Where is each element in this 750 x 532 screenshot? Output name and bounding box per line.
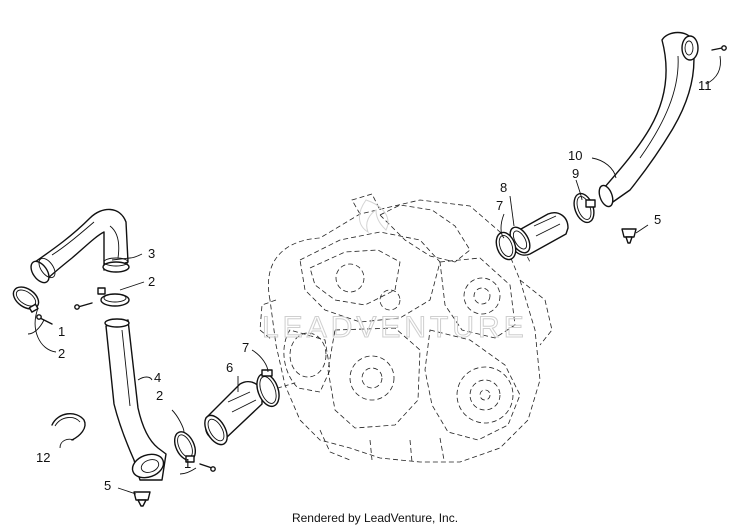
clamp-screw-mid-part-1 [74, 302, 93, 310]
callout-2-lower: 2 [156, 388, 163, 403]
retaining-ring-part-12 [51, 413, 86, 441]
callout-1-lower: 1 [184, 456, 191, 471]
callout-1-left: 1 [58, 324, 65, 339]
hose-clamp-part-7-left [256, 369, 280, 408]
hose-clamp-mid-part-2 [97, 287, 130, 307]
callout-7-left: 7 [242, 340, 249, 355]
outlet-hose-part-10 [598, 31, 699, 208]
clamp-screw-left-part-1 [36, 314, 53, 325]
callout-labels: 1 2 3 2 4 2 1 5 12 7 6 8 7 9 10 5 11 [36, 78, 712, 493]
push-rivet-right-part-5 [621, 228, 637, 244]
hose-clamp-part-9 [573, 192, 596, 224]
clamp-screw-lower-part-1 [199, 463, 216, 472]
callout-9: 9 [572, 166, 579, 181]
callout-7-right: 7 [496, 198, 503, 213]
callout-2-mid: 2 [148, 274, 155, 289]
intake-tube-part-4 [104, 318, 167, 481]
callout-6: 6 [226, 360, 233, 375]
callout-5-left: 5 [104, 478, 111, 493]
callout-11: 11 [698, 78, 712, 93]
upper-intake-hose-part-3 [30, 208, 130, 284]
callout-8: 8 [500, 180, 507, 195]
intake-boot-part-6 [204, 380, 263, 446]
callout-5-right: 5 [654, 212, 661, 227]
leader-lines [27, 55, 721, 495]
push-rivet-left-part-5 [133, 491, 151, 507]
callout-10: 10 [568, 148, 582, 163]
callout-3: 3 [148, 246, 155, 261]
callout-4: 4 [154, 370, 161, 385]
footer-credit: Rendered by LeadVenture, Inc. [291, 511, 459, 525]
hose-clamp-left-part-2 [12, 286, 40, 313]
callout-12: 12 [36, 450, 50, 465]
watermark-text: LEADVENTURE [262, 311, 528, 344]
alignment-line [277, 381, 299, 389]
hose-clamp-lower-part-2 [173, 431, 197, 463]
watermark-logo: LEADVENTURE [262, 199, 528, 345]
screw-part-11 [711, 45, 727, 51]
callout-2-left: 2 [58, 346, 65, 361]
